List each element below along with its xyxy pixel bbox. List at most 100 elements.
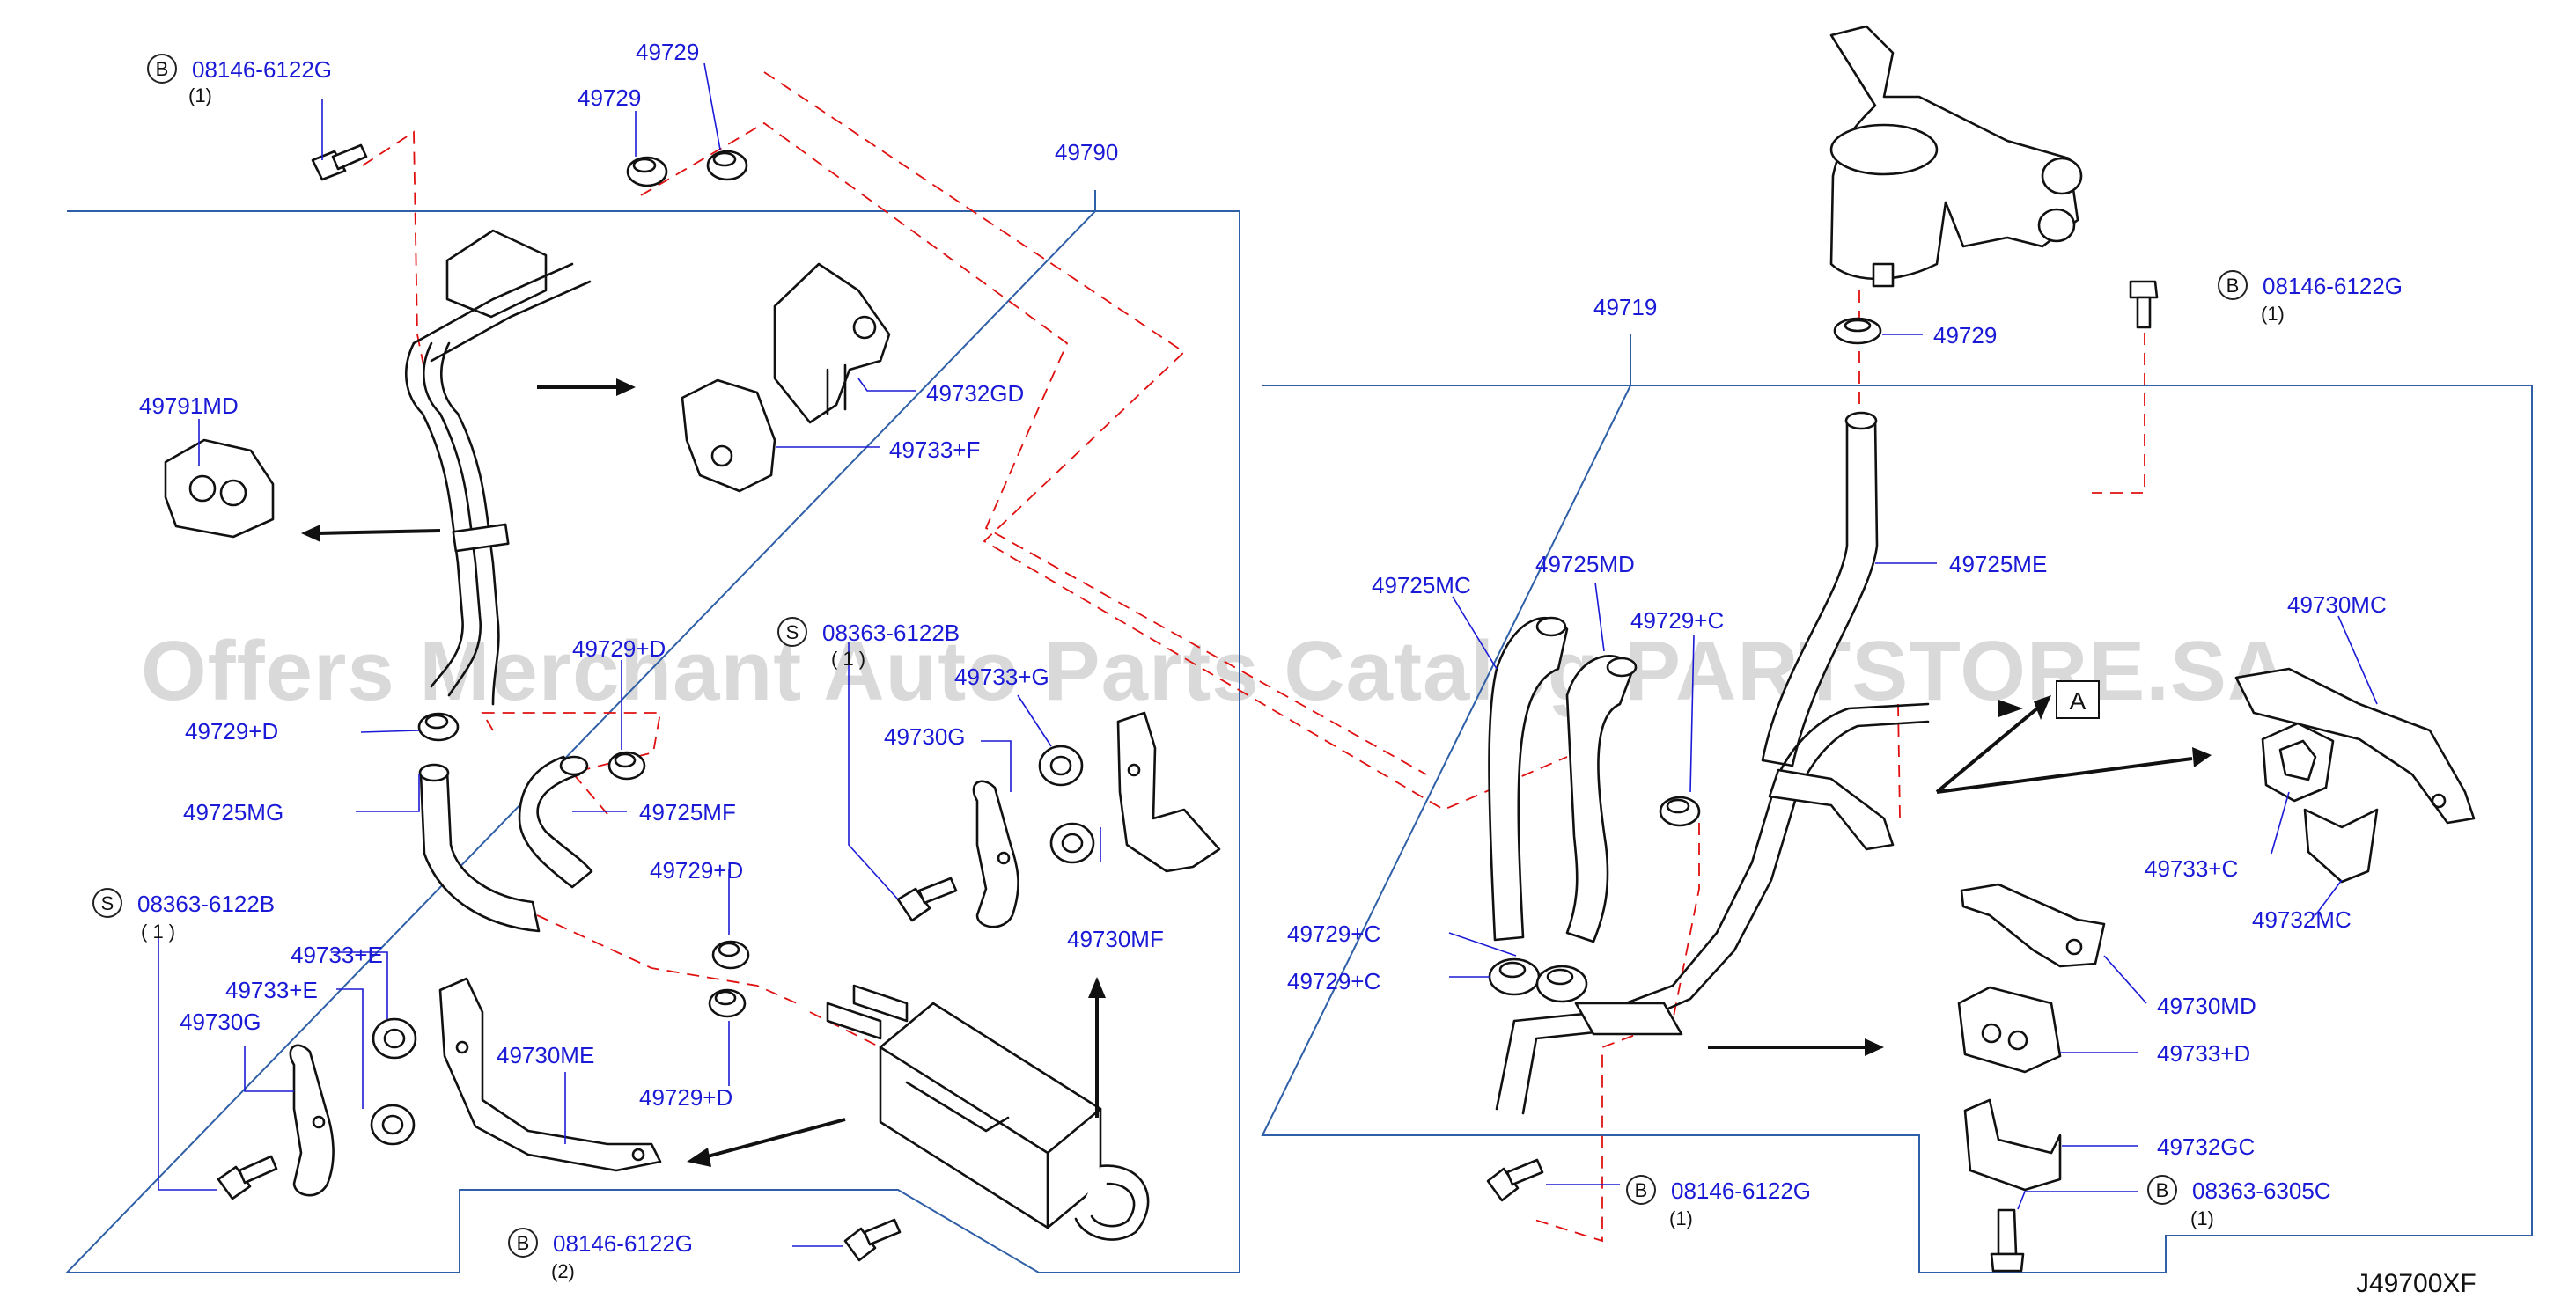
- label-49730me[interactable]: 49730ME: [497, 1042, 594, 1068]
- label-49733d[interactable]: 49733+D: [2157, 1040, 2250, 1067]
- callout-bolt-s-lower[interactable]: S 08363-6122B ( 1 ): [92, 888, 275, 943]
- svg-text:B: B: [1635, 1179, 1648, 1201]
- callout-bolt-right-mid[interactable]: B 08146-6122G (1): [1626, 1175, 1811, 1229]
- label-49729d-left[interactable]: 49729+D: [185, 718, 278, 745]
- label-49729-reservoir[interactable]: 49729: [1933, 322, 1997, 349]
- grommet-49733f-part: [681, 378, 776, 493]
- part-number-label: 08363-6305C: [2192, 1178, 2331, 1204]
- part-number-label: 08146-6122G: [553, 1230, 693, 1257]
- clamp-c-1-part: [1488, 957, 1541, 996]
- label-49725me[interactable]: 49725ME: [1949, 551, 2047, 577]
- leader-lines: [158, 62, 2378, 1247]
- hose-49725md-part: [1565, 655, 1638, 943]
- label-49729-top-1[interactable]: 49729: [636, 39, 699, 65]
- clamp-reservoir-part: [1833, 317, 1882, 345]
- bolt-top-left-part: [311, 143, 368, 181]
- svg-text:S: S: [101, 892, 114, 914]
- clamp-d-left-part: [417, 712, 460, 742]
- clip-49791md-part: [164, 438, 275, 539]
- grommet-49733c-part: [2261, 722, 2335, 803]
- label-49729-top-2[interactable]: 49729: [578, 84, 641, 111]
- diagram-code: J49700XF: [2356, 1269, 2477, 1298]
- clamp-c-upper-part: [1659, 796, 1701, 827]
- label-49729d-upper[interactable]: 49729+D: [572, 635, 666, 662]
- quantity-label: ( 1 ): [831, 648, 865, 670]
- insulator-49732gd-part: [773, 262, 891, 424]
- quantity-label: (1): [2261, 303, 2285, 325]
- part-number-label: 08363-6122B: [137, 891, 275, 917]
- bracket-g-upper-part: [972, 780, 1019, 928]
- part-number-label: 08363-6122B: [822, 620, 960, 646]
- bracket-md-part: [1960, 883, 2106, 968]
- hose-49725me-part: [1761, 411, 1879, 767]
- clamp-d-upper-part: [607, 751, 646, 781]
- clamp-top-2-part: [706, 150, 748, 181]
- insulator-49732gc-part: [1963, 1098, 2062, 1192]
- label-group-49719[interactable]: 49719: [1593, 294, 1657, 320]
- svg-text:B: B: [517, 1232, 530, 1254]
- label-49729d-low[interactable]: 49729+D: [639, 1084, 732, 1111]
- label-49729c-upper[interactable]: 49729+C: [1630, 607, 1724, 634]
- svg-text:S: S: [786, 621, 799, 643]
- bolt-bottom-part: [843, 1218, 902, 1262]
- bolt-s-lower-part: [217, 1155, 278, 1200]
- group-frame-left: [64, 190, 1240, 1273]
- grommet-e-1-part: [372, 1017, 417, 1060]
- quantity-label: (1): [2190, 1207, 2214, 1229]
- label-49729c-1[interactable]: 49729+C: [1287, 921, 1380, 947]
- label-49791md[interactable]: 49791MD: [139, 393, 239, 419]
- part-number-label: 08146-6122G: [2263, 273, 2403, 299]
- hose-49725mg-part: [418, 763, 541, 933]
- svg-text:B: B: [156, 58, 169, 80]
- label-49730mf[interactable]: 49730MF: [1067, 926, 1164, 952]
- bracket-mf-part: [1116, 711, 1221, 873]
- arrow-right-1: [537, 378, 636, 396]
- label-49725mc[interactable]: 49725MC: [1372, 572, 1471, 598]
- label-49730g-lower[interactable]: 49730G: [180, 1009, 261, 1035]
- arrow-left-1: [301, 525, 441, 542]
- label-49730md[interactable]: 49730MD: [2157, 993, 2256, 1019]
- callout-bolt-bottom[interactable]: B 08146-6122G (2): [508, 1228, 693, 1282]
- label-49732gc[interactable]: 49732GC: [2157, 1134, 2255, 1160]
- label-49733g[interactable]: 49733+G: [954, 664, 1049, 690]
- part-number-label: 08146-6122G: [192, 56, 332, 83]
- label-49733f[interactable]: 49733+F: [889, 437, 980, 463]
- reservoir-tank-part: [1829, 25, 2083, 288]
- svg-text:B: B: [2156, 1179, 2169, 1201]
- bolt-right-low-part: [1990, 1208, 2025, 1273]
- label-49725md[interactable]: 49725MD: [1535, 551, 1635, 577]
- clamp-d-mid-part: [711, 940, 750, 970]
- pipe-assembly-upper: [404, 229, 592, 706]
- bolt-right-mid-part: [1486, 1158, 1544, 1202]
- label-49725mf[interactable]: 49725MF: [639, 799, 736, 825]
- grommet-e-2-part: [370, 1104, 416, 1146]
- bracket-mc-part: [2234, 667, 2476, 825]
- clamp-c-2-part: [1535, 965, 1588, 1003]
- label-49733e-1[interactable]: 49733+E: [291, 942, 383, 968]
- label-49732gd[interactable]: 49732GD: [926, 380, 1024, 407]
- label-49725mg[interactable]: 49725MG: [183, 799, 283, 825]
- label-49729c-2[interactable]: 49729+C: [1287, 968, 1380, 994]
- label-49730g-upper[interactable]: 49730G: [884, 723, 966, 750]
- clamp-d-low-part: [708, 988, 747, 1018]
- hose-49725mc-part: [1488, 616, 1569, 942]
- callout-bolt-s-upper[interactable]: S 08363-6122B ( 1 ): [777, 617, 960, 670]
- bracket-g-lower-part: [289, 1044, 335, 1197]
- quantity-label: (1): [1669, 1207, 1693, 1229]
- oil-cooler-part: [826, 984, 1150, 1241]
- label-49733e-2[interactable]: 49733+E: [225, 977, 318, 1003]
- label-group-49790[interactable]: 49790: [1055, 139, 1118, 165]
- label-49730mc[interactable]: 49730MC: [2287, 591, 2387, 618]
- ref-box-label: A: [2070, 687, 2087, 715]
- callout-bolt-top-left[interactable]: B 08146-6122G (1): [147, 54, 332, 106]
- grommet-49733d-part: [1957, 986, 2062, 1074]
- callout-bolt-right-low[interactable]: B 08363-6305C (1): [2147, 1175, 2331, 1229]
- label-49733c[interactable]: 49733+C: [2145, 855, 2238, 882]
- label-49732mc[interactable]: 49732MC: [2252, 906, 2352, 933]
- watermark: Offers Merchant Auto Parts Catalog PARTS…: [141, 624, 2289, 718]
- hose-49725mf-part: [518, 755, 593, 889]
- callout-bolt-top-right[interactable]: B 08146-6122G (1): [2218, 270, 2403, 325]
- quantity-label: ( 1 ): [141, 921, 175, 943]
- arrow-right-2: [1935, 695, 2051, 794]
- label-49729d-mid[interactable]: 49729+D: [650, 857, 743, 884]
